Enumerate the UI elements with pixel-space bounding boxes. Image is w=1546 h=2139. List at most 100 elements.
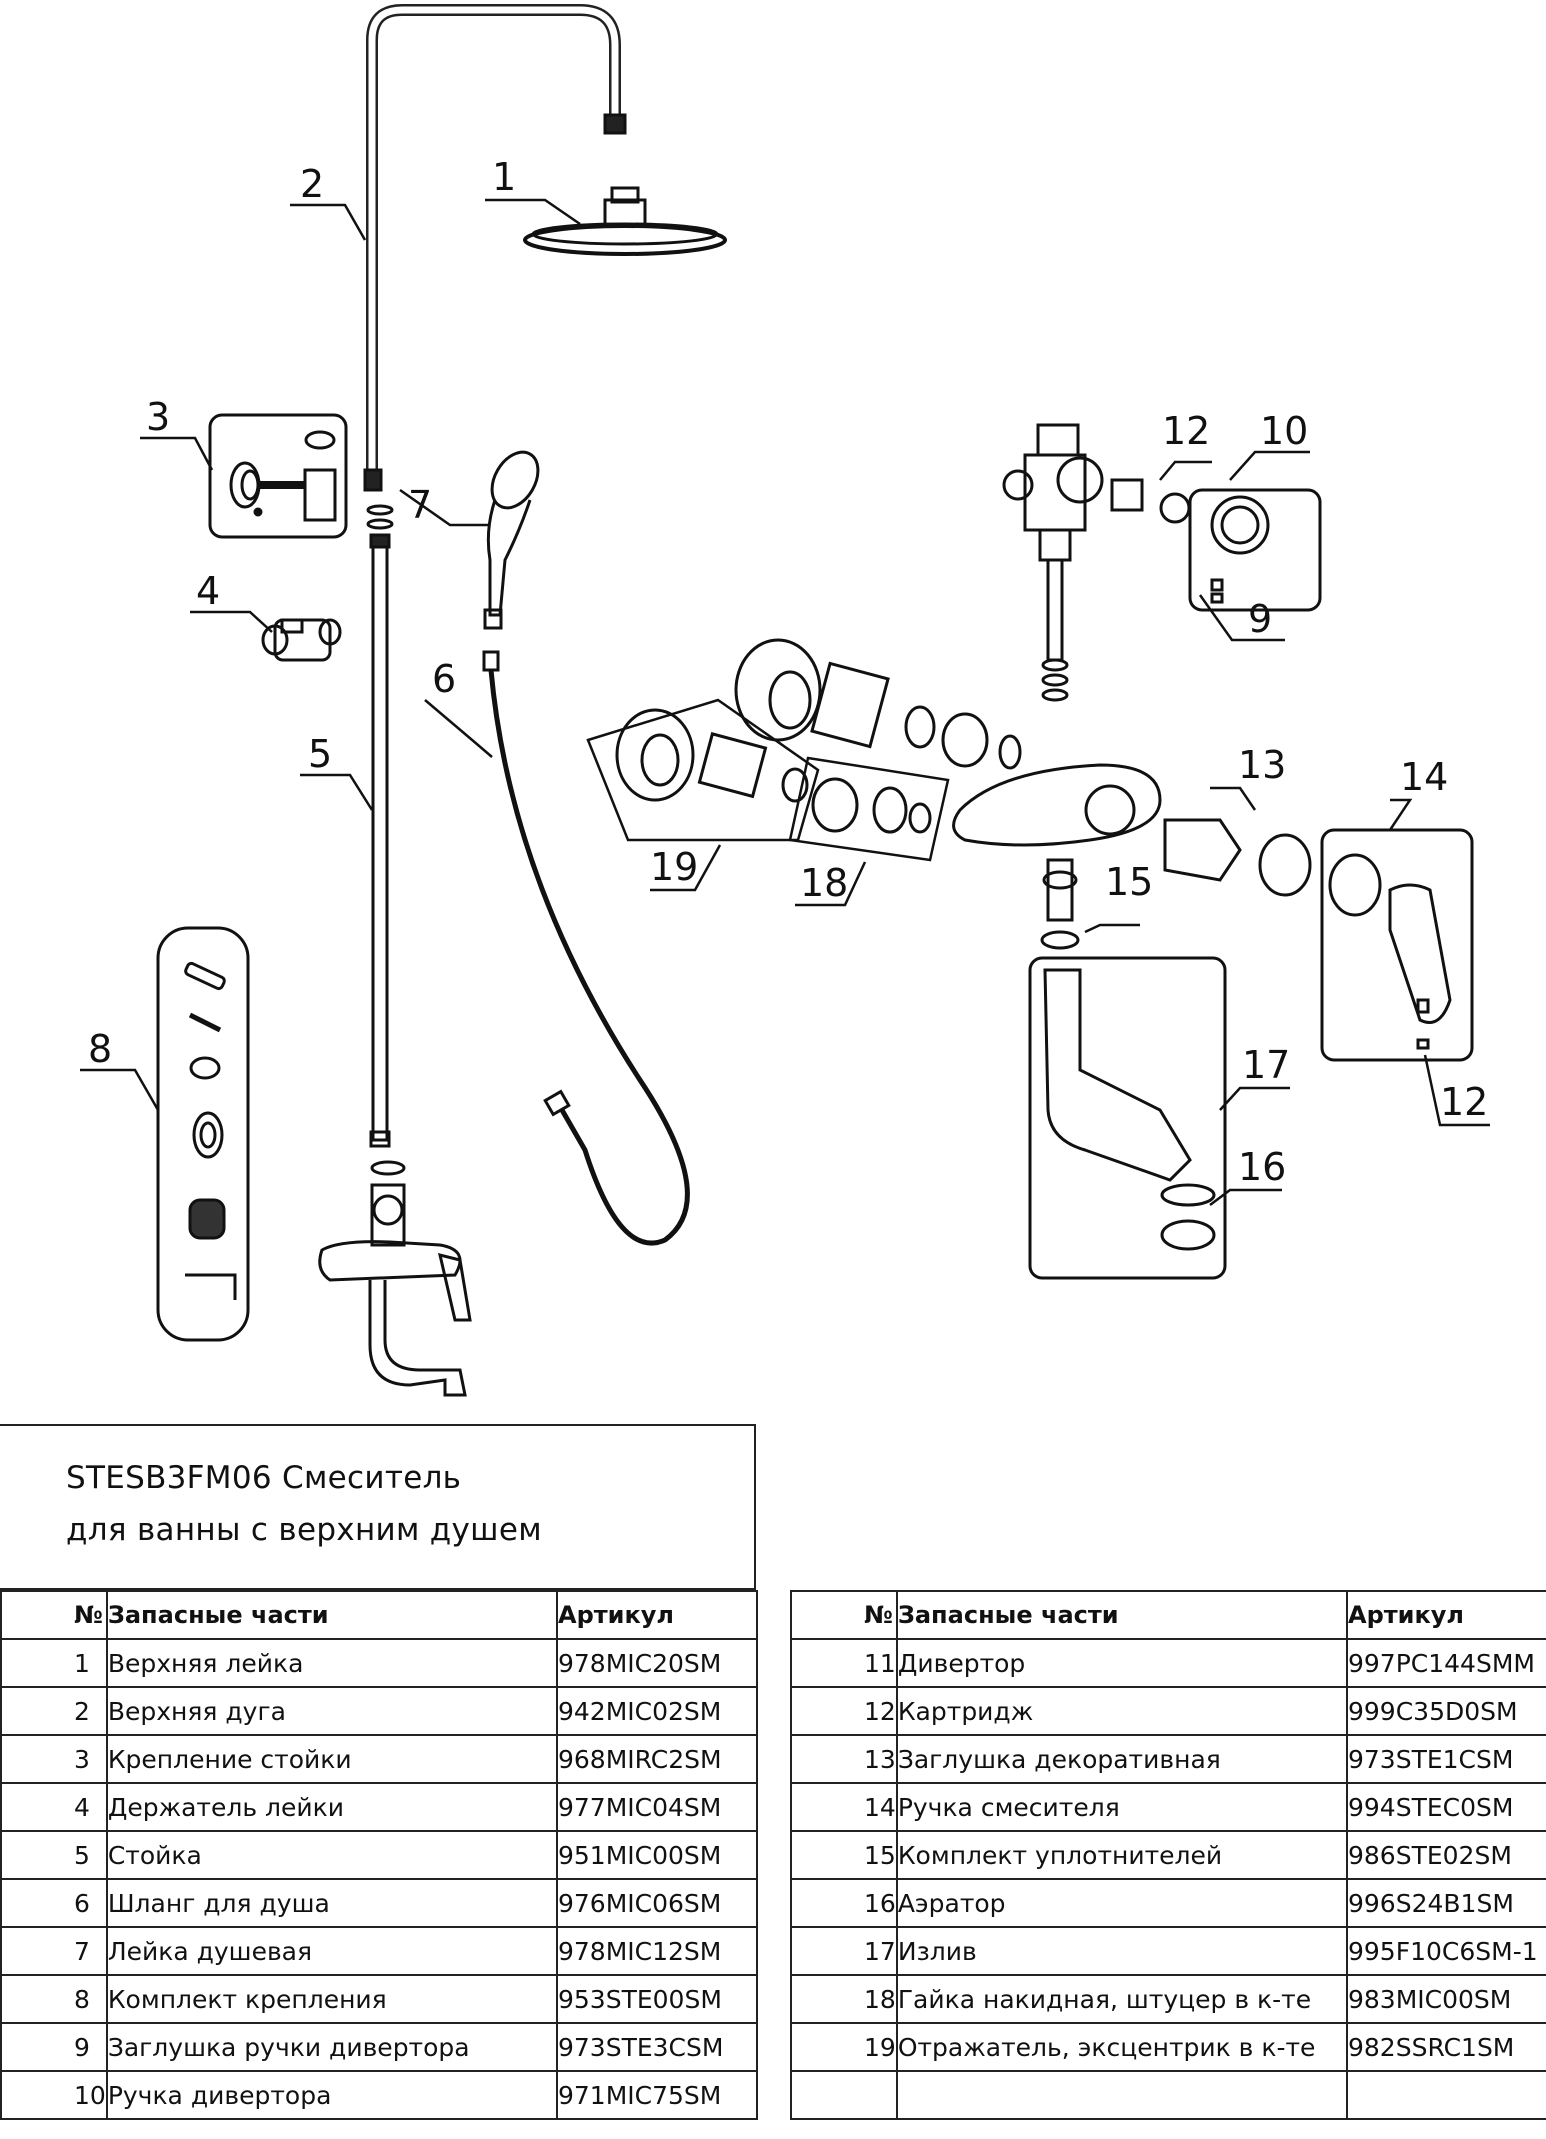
row-name: Заглушка ручки дивертора [105, 2022, 559, 2072]
row-num: 8 [0, 1974, 108, 2024]
row-article: 978MIC20SM [556, 1638, 758, 1688]
part-handle-box [1320, 828, 1474, 1062]
part-nut-kit-box [788, 756, 950, 862]
row-name: Гайка накидная, штуцер в к-те [895, 1974, 1349, 2024]
part-hand-shower [483, 450, 540, 630]
row-article: 973STE3CSM [556, 2022, 758, 2072]
row-num: 1 [0, 1638, 108, 1688]
row-name: Стойка [105, 1830, 559, 1880]
callout-labels: 1 2 3 4 5 6 7 8 9 10 11 12 12 13 14 15 1… [88, 155, 1488, 1189]
row-num: 14 [790, 1782, 898, 1832]
row-num: 4 [0, 1782, 108, 1832]
callout-9: 9 [1248, 597, 1272, 641]
part-mixer-body [734, 638, 1312, 897]
row-name: Излив [895, 1926, 1349, 1976]
row-article: 978MIC12SM [556, 1926, 758, 1976]
header-article: Артикул [1346, 1590, 1546, 1640]
row-num: 15 [790, 1830, 898, 1880]
row-name: Лейка душевая [105, 1926, 559, 1976]
row-article: 977MIC04SM [556, 1782, 758, 1832]
row-article: 976MIC06SM [556, 1878, 758, 1928]
callout-5: 5 [308, 732, 332, 776]
row-num: 6 [0, 1878, 108, 1928]
row-article: 968MIRC2SM [556, 1734, 758, 1784]
part-reflector-kit-box [586, 698, 820, 842]
row-name: Ручка дивертора [105, 2070, 559, 2120]
row-article: 996S24B1SM [1346, 1878, 1546, 1928]
row-num: 17 [790, 1926, 898, 1976]
row-article: 994STEC0SM [1346, 1782, 1546, 1832]
row-num: 18 [790, 1974, 898, 2024]
part-diverter-assembly [1002, 423, 1322, 702]
row-article: 951MIC00SM [556, 1830, 758, 1880]
callout-2: 2 [300, 162, 324, 206]
row-name: Верхняя дуга [105, 1686, 559, 1736]
row-name: Комплект крепления [105, 1974, 559, 2024]
row-num: 3 [0, 1734, 108, 1784]
row-article: 997PC144SMM [1346, 1638, 1546, 1688]
product-title: STESB3FM06 Смеситель [66, 1460, 462, 1496]
row-name: Отражатель, эксцентрик в к-те [895, 2022, 1349, 2072]
row-num: 10 [0, 2070, 108, 2120]
callout-13: 13 [1238, 743, 1286, 787]
callout-3: 3 [146, 395, 170, 439]
part-mounting-kit [156, 926, 250, 1342]
row-name: Крепление стойки [105, 1734, 559, 1784]
row-name [895, 2070, 1349, 2120]
row-num: 5 [0, 1830, 108, 1880]
row-article [1346, 2070, 1546, 2120]
row-article: 983MIC00SM [1346, 1974, 1546, 2024]
row-num: 13 [790, 1734, 898, 1784]
callout-7: 7 [408, 483, 432, 527]
row-name: Верхняя лейка [105, 1638, 559, 1688]
row-article: 942MIC02SM [556, 1686, 758, 1736]
part-spout-box [1028, 858, 1227, 1280]
row-num: 12 [790, 1686, 898, 1736]
row-name: Заглушка декоративная [895, 1734, 1349, 1784]
header-num: № [790, 1590, 898, 1640]
table-header-row: № Запасные части Артикул [790, 1590, 1546, 1640]
row-name: Картридж [895, 1686, 1349, 1736]
callout-15: 15 [1105, 860, 1153, 904]
row-article: 971MIC75SM [556, 2070, 758, 2120]
table-row [790, 2070, 1546, 2120]
row-name: Комплект уплотнителей [895, 1830, 1349, 1880]
callout-19: 19 [650, 845, 698, 889]
callout-1: 1 [492, 155, 516, 199]
row-name: Шланг для душа [105, 1878, 559, 1928]
callout-6: 6 [432, 657, 456, 701]
row-article: 973STE1CSM [1346, 1734, 1546, 1784]
callout-10: 10 [1260, 409, 1308, 453]
row-num: 16 [790, 1878, 898, 1928]
callout-18: 18 [800, 861, 848, 905]
row-name: Дивертор [895, 1638, 1349, 1688]
callout-12-top: 12 [1162, 409, 1210, 453]
part-upper-arc [366, 4, 621, 470]
row-num: 19 [790, 2022, 898, 2072]
callout-16: 16 [1238, 1145, 1286, 1189]
row-num: 7 [0, 1926, 108, 1976]
callout-17: 17 [1242, 1043, 1290, 1087]
callout-14: 14 [1400, 755, 1448, 799]
part-shower-holder [261, 618, 342, 662]
part-riser-bracket [208, 413, 348, 539]
row-num: 11 [790, 1638, 898, 1688]
part-rain-shower-head [523, 186, 727, 256]
row-article: 999C35D0SM [1346, 1686, 1546, 1736]
part-riser [369, 533, 391, 1148]
